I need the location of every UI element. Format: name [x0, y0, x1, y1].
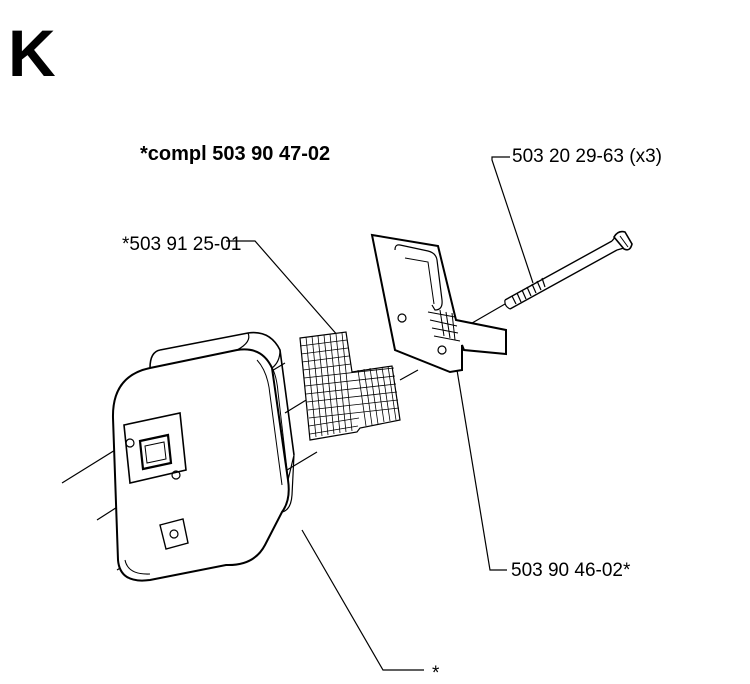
assembly-label: *compl 503 90 47-02: [140, 143, 331, 165]
section-letter: K: [8, 16, 56, 90]
screen-part-label: *503 91 25-01: [122, 234, 242, 255]
bolt-icon: [504, 230, 633, 310]
leader-lines: [226, 156, 534, 671]
spark-arrestor-screen-icon: [299, 331, 401, 441]
muffler-part-label: *: [432, 663, 440, 684]
plate-part-label: 503 90 46-02*: [511, 560, 631, 581]
mounting-plate-icon: [370, 233, 507, 374]
muffler-body-icon: [111, 331, 295, 582]
screw-part-label: 503 20 29-63 (x3): [512, 146, 662, 167]
